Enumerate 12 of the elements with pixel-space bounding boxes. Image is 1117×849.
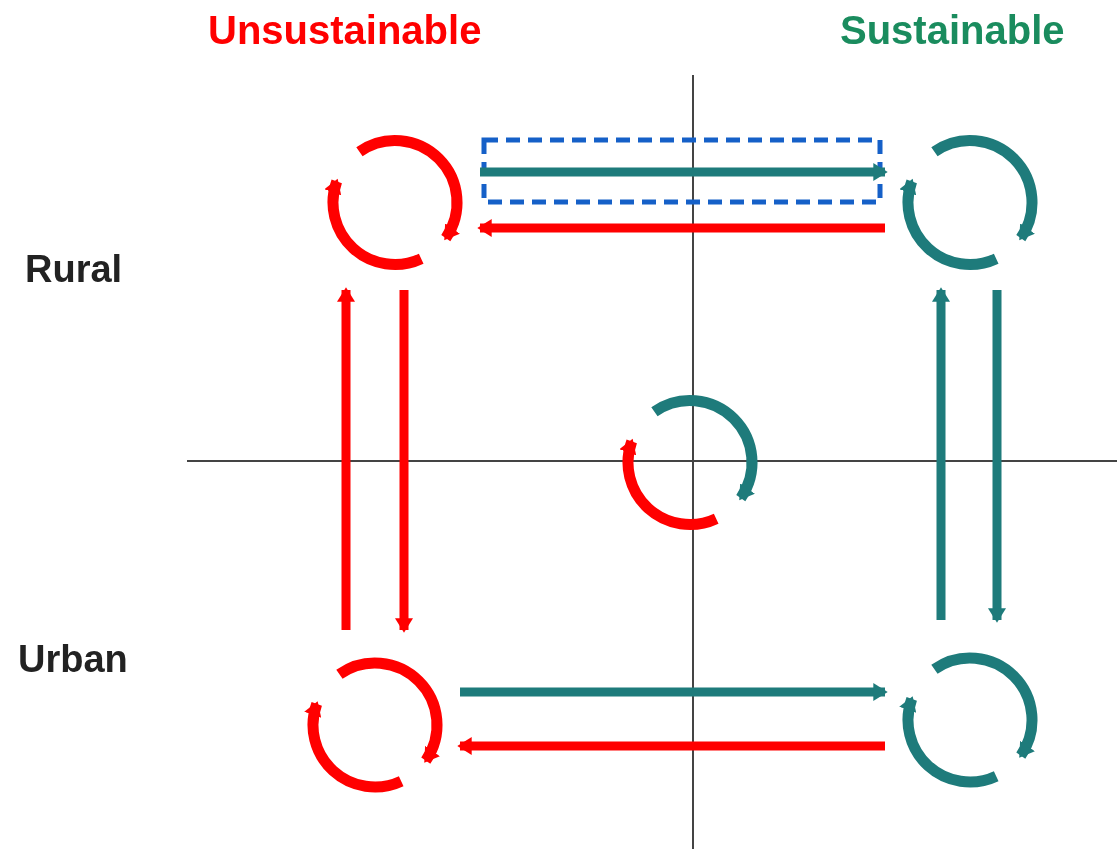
row-heading: Urban xyxy=(18,638,128,681)
column-heading: Unsustainable xyxy=(208,8,482,53)
arrow xyxy=(460,683,888,701)
arrow xyxy=(988,290,1006,623)
column-heading: Sustainable xyxy=(840,8,1065,53)
arrow xyxy=(477,219,885,237)
arrow xyxy=(457,737,885,755)
arrow xyxy=(395,290,413,633)
arrow xyxy=(337,287,355,630)
arrow xyxy=(932,287,950,620)
row-heading: Rural xyxy=(25,248,123,291)
arrow xyxy=(480,163,888,181)
